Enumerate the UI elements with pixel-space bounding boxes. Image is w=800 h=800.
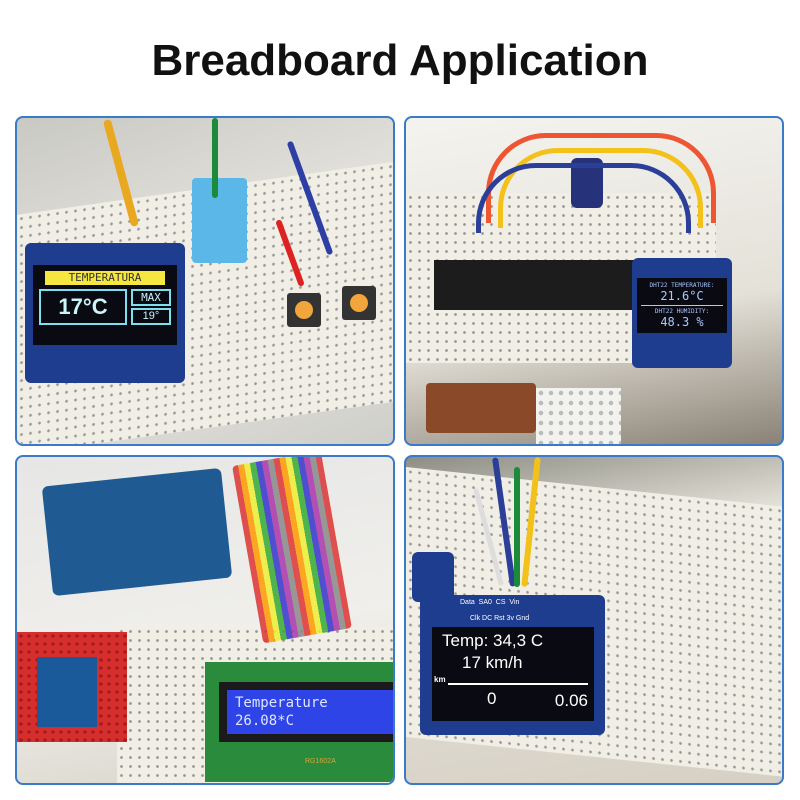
dht11-sensor — [192, 178, 247, 263]
temperature-value: 17°C — [39, 289, 127, 325]
arduino-board — [41, 467, 233, 597]
distance-unit: km — [434, 675, 446, 684]
microcontroller-chip — [434, 260, 634, 310]
oled-module: Data SA0 CS Vin Clk DC Rst 3v Gnd Temp: … — [420, 595, 605, 735]
right-value: 0.06 — [554, 691, 588, 710]
page-title: Breadboard Application — [151, 36, 649, 85]
max-label: MAX — [131, 289, 171, 306]
wire — [212, 118, 218, 198]
temp-readout: Temp: 34,3 C — [442, 631, 544, 650]
sensor-board — [426, 383, 536, 433]
screen-header: TEMPERATURA — [45, 271, 165, 285]
dht22-sensor — [536, 388, 621, 444]
lcd-line-2: 26.08*C — [235, 713, 295, 729]
photo-oled-temperatura: TEMPERATURA 17°C MAX 19° — [15, 116, 395, 446]
sensor-module — [412, 552, 454, 602]
left-value: 0 — [487, 689, 497, 708]
speed-readout: 17 km/h — [462, 653, 523, 672]
lcd-module: Temperature 26.08*C RG1602A — [205, 662, 393, 782]
temp-value: 21.6°C — [660, 289, 704, 303]
oled-module: DHT22 TEMPERATURE: 21.6°C DHT22 HUMIDITY… — [632, 258, 732, 368]
humidity-label: DHT22 HUMIDITY: — [641, 305, 723, 315]
ribbon-wire — [232, 457, 352, 644]
temp-label: DHT22 TEMPERATURE: — [649, 282, 715, 289]
oled-module: TEMPERATURA 17°C MAX 19° — [25, 243, 185, 383]
max-value: 19° — [131, 308, 171, 325]
photo-oled-speed: Data SA0 CS Vin Clk DC Rst 3v Gnd Temp: … — [404, 455, 784, 785]
sensor-module — [37, 657, 97, 727]
humidity-value: 48.3 % — [660, 315, 704, 329]
photo-dht22-oled: DHT22 TEMPERATURE: 21.6°C DHT22 HUMIDITY… — [404, 116, 784, 446]
pin-labels-bottom: Clk DC Rst 3v Gnd — [470, 615, 530, 622]
lcd-line-1: Temperature — [235, 695, 328, 711]
pin-labels-top: Data SA0 CS Vin — [460, 599, 520, 606]
photo-lcd1602: Temperature 26.08*C RG1602A — [15, 455, 395, 785]
module-label: RG1602A — [305, 758, 336, 765]
